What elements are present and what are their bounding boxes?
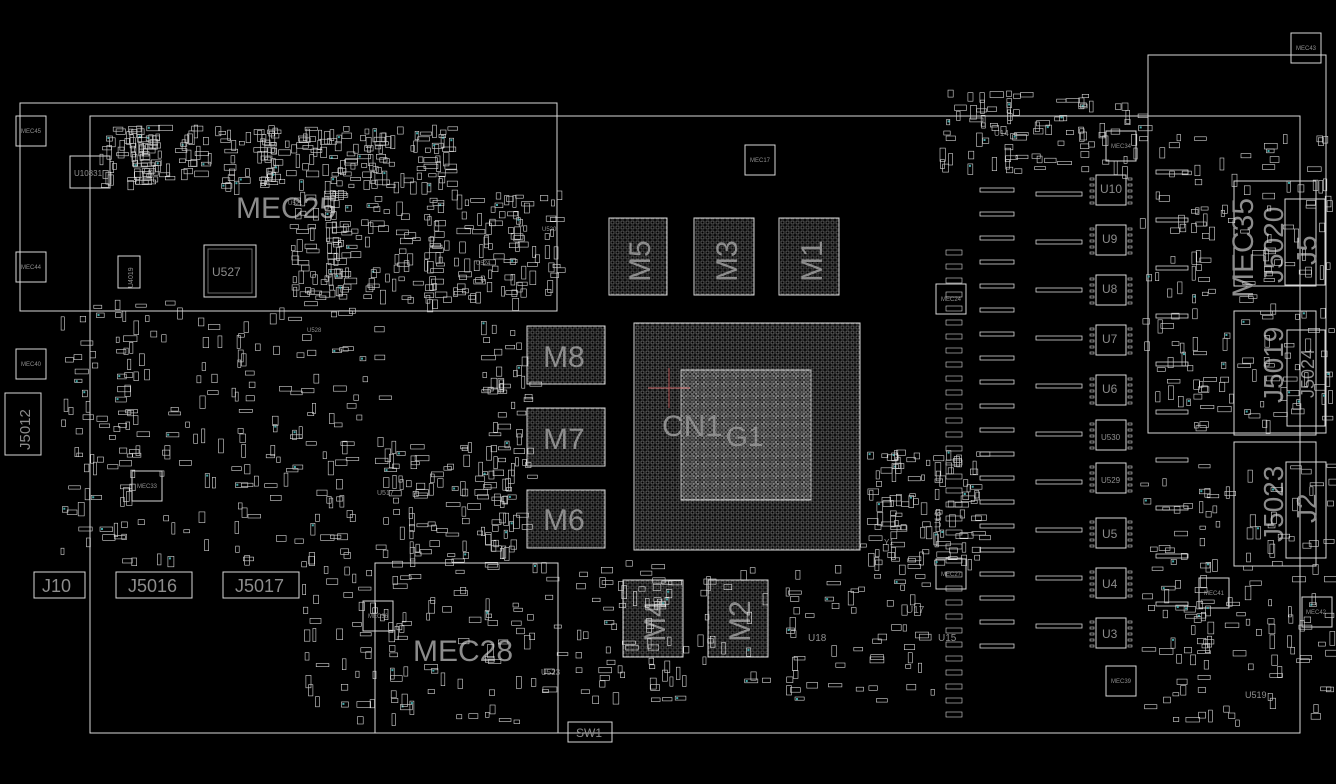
label-j5: J5 xyxy=(1291,235,1322,265)
board-outlines xyxy=(19,54,1327,743)
ic-u4019[interactable]: U4019 xyxy=(117,255,141,289)
label-m5: M5 xyxy=(624,240,657,282)
label-u8: U8 xyxy=(1102,282,1118,296)
label-mec39: MEC39 xyxy=(1111,679,1132,685)
label-mec17: MEC17 xyxy=(750,158,771,164)
label-u7: U7 xyxy=(1102,332,1118,346)
label-cn1: CN1 xyxy=(662,410,722,443)
label-u530: U530 xyxy=(1101,433,1121,442)
memory-m6: M6 xyxy=(526,489,606,549)
connector-j5017: J5017 xyxy=(222,571,300,599)
mounting-holes[interactable] xyxy=(15,32,1333,697)
label-mec41: MEC41 xyxy=(1204,591,1225,597)
vrm-ic-3 xyxy=(1095,324,1127,356)
label-m7: M7 xyxy=(543,423,585,456)
label-j2: J2 xyxy=(1291,493,1322,523)
label-u4: U4 xyxy=(1102,577,1118,591)
label-u527: U527 xyxy=(212,265,241,279)
vrm-ic-4 xyxy=(1095,374,1127,406)
connectors-right[interactable]: MEC35 J5020 J5 J5019 J5024 J5023 J2 xyxy=(1227,180,1327,567)
label-mec34: MEC34 xyxy=(1111,144,1132,150)
memory-m1: M1 xyxy=(778,217,840,296)
label-sw1: SW1 xyxy=(576,726,602,740)
vrm-ic-5 xyxy=(1095,419,1127,451)
label-mec28: MEC28 xyxy=(413,635,513,668)
mounting-hole-labels: MEC45 MEC44 MEC40 MEC33 MEC17 MEC24 MEC3… xyxy=(21,46,1327,685)
label-m8: M8 xyxy=(543,341,585,374)
label-mec33: MEC33 xyxy=(137,484,158,490)
memory-m4: M4 xyxy=(622,579,684,658)
label-m4: M4 xyxy=(639,600,672,642)
ic-u527[interactable]: U527 xyxy=(203,244,257,298)
cursor-crosshair-icon xyxy=(648,368,690,408)
vrm-ic-0 xyxy=(1095,174,1127,206)
label-j5023: J5023 xyxy=(1258,466,1289,542)
memory-m7: M7 xyxy=(526,407,606,467)
memory-m3: M3 xyxy=(693,217,755,296)
vrm-ic-2 xyxy=(1095,274,1127,306)
label-u519: U519 xyxy=(1245,690,1267,700)
label-m3: M3 xyxy=(711,240,744,282)
label-u4019: U4019 xyxy=(128,267,135,288)
switch-sw1[interactable]: SW1 xyxy=(576,726,602,740)
label-mec42: MEC42 xyxy=(1306,610,1327,616)
vrm-phase-ics[interactable] xyxy=(1089,174,1133,649)
memory-m5: M5 xyxy=(608,217,668,296)
label-j10: J10 xyxy=(42,576,71,596)
label-m1: M1 xyxy=(796,240,829,282)
label-u5: U5 xyxy=(1102,527,1118,541)
label-mec40: MEC40 xyxy=(21,362,42,368)
vrm-pads xyxy=(945,169,1189,718)
smd-components xyxy=(60,89,1336,727)
label-u10: U10 xyxy=(1100,182,1122,196)
label-u17: U17 xyxy=(906,605,925,616)
label-u517: U517 xyxy=(377,490,394,497)
label-j5012: J5012 xyxy=(17,409,34,450)
label-mec45: MEC45 xyxy=(21,129,42,135)
label-j5020: J5020 xyxy=(1258,207,1289,283)
label-u18: U18 xyxy=(808,633,827,644)
gpu-package[interactable]: CN1 G1 xyxy=(633,322,861,551)
label-mec25: MEC25 xyxy=(236,192,336,225)
connector-j5016: J5016 xyxy=(115,571,193,599)
label-u15: U15 xyxy=(938,633,957,644)
label-j5017: J5017 xyxy=(235,576,284,596)
vrm-ic-6 xyxy=(1095,462,1127,494)
label-u3: U3 xyxy=(1102,627,1118,641)
label-mec24: MEC24 xyxy=(941,297,962,303)
vrm-phase-labels: U10 U9 U8 U7 U6 U530 U529 U5 U4 U3 xyxy=(1100,182,1122,641)
vrm-ic-8 xyxy=(1095,567,1127,599)
label-u6: U6 xyxy=(1102,382,1118,396)
label-u9: U9 xyxy=(1102,232,1118,246)
label-g1: G1 xyxy=(726,421,763,452)
label-j5016: J5016 xyxy=(128,576,177,596)
label-mec27: MEC27 xyxy=(941,572,962,578)
vrm-ic-9 xyxy=(1095,617,1127,649)
memory-m2: M2 xyxy=(707,579,769,658)
connectors-bottom-left[interactable]: J10 J5016 J5017 J5012 xyxy=(4,392,300,599)
label-mec44: MEC44 xyxy=(21,265,42,271)
label-m2: M2 xyxy=(724,600,757,642)
label-mec43: MEC43 xyxy=(1296,46,1317,52)
label-mec36: MEC36 xyxy=(368,614,389,620)
memory-m8: M8 xyxy=(526,325,606,385)
vrm-ic-1 xyxy=(1095,224,1127,256)
label-u523: U523 xyxy=(541,668,561,677)
memory-chips[interactable]: M5 M3 M1 M8 M7 M6 M4 M2 xyxy=(526,217,840,658)
label-u10831: U10831 xyxy=(74,169,103,178)
label-u528: U528 xyxy=(307,328,322,334)
connector-j5012: J5012 xyxy=(4,392,42,456)
label-y1: Y1 xyxy=(884,538,894,547)
vrm-ic-7 xyxy=(1095,517,1127,549)
label-m6: M6 xyxy=(543,504,585,537)
connector-j10: J10 xyxy=(33,571,86,599)
label-j5019: J5019 xyxy=(1258,327,1289,403)
label-u521: U521 xyxy=(288,201,303,207)
label-u520: U520 xyxy=(542,227,557,233)
label-u529: U529 xyxy=(1101,476,1121,485)
